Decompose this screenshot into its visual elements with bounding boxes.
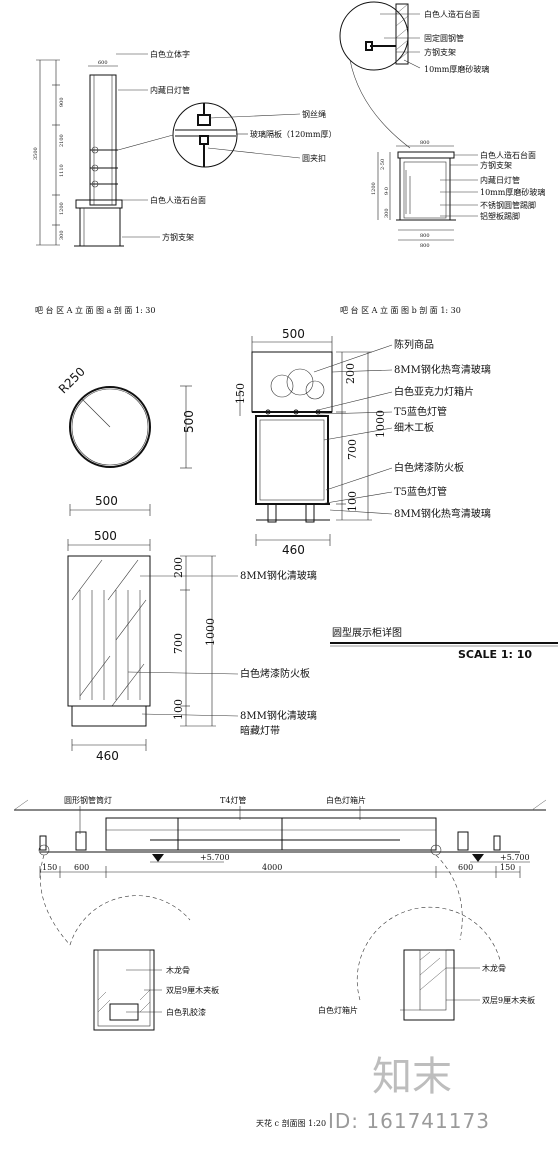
bar-section-a-labels: 白色立体字 内藏日灯管 钢丝绳 玻璃隔板（120mm厚） 圆夹扣 白色人造石台面… [33, 49, 336, 315]
watermark-id: ID: 161741173 [328, 1109, 490, 1133]
ceiling-dim-600-left: 600 [74, 863, 89, 872]
watermark: 知末 ID: 161741173 [328, 1054, 490, 1133]
label-white-letters: 白色立体字 [150, 49, 190, 59]
bar-section-b-drawing [339, 1, 478, 241]
elevation-bottom-width: 460 [96, 749, 119, 763]
dim-b-800-mid: 800 [420, 233, 430, 239]
sec-label-curved-glass-top: 8MM钢化热弯清玻璃 [394, 363, 491, 376]
label-b-fixed-pipe: 固定圆钢管 [424, 33, 464, 43]
cabinet-title-block: 圆型展示柜详图 SCALE 1: 10 [330, 626, 558, 661]
ceiling-label-downlight: 圆形钢管筒灯 [64, 795, 112, 805]
label-steel-bracket: 方钢支架 [162, 232, 194, 242]
cabinet-section-drawing: 500 460 150 200 700 1000 100 [234, 327, 393, 557]
label-b2-steel-kick: 不锈钢圆管踢脚 [480, 200, 536, 210]
elev-dim-1000: 1000 [204, 618, 217, 646]
cabinet-scale: SCALE 1: 10 [458, 648, 532, 661]
cabinet-plan-drawing: R250 500 500 [56, 364, 196, 516]
ceiling-dim-600-right: 600 [458, 863, 473, 872]
ceiling-label-lightbox: 白色灯箱片 [326, 795, 366, 805]
cabinet-elevation-labels: 8MM钢化清玻璃 白色烤漆防火板 8MM钢化清玻璃 暗藏灯带 [240, 569, 317, 737]
dim-1200: 1200 [59, 202, 65, 215]
plan-width-dim: 500 [95, 494, 118, 508]
label-b-steel-bracket: 方钢支架 [424, 47, 456, 57]
label-b2-stone-top: 白色人造石台面 [480, 150, 536, 160]
label-b2-hidden-light: 内藏日灯管 [480, 175, 520, 185]
dim-900: 900 [59, 97, 65, 107]
ceiling-dim-150-left: 150 [42, 863, 57, 872]
cabinet-title: 圆型展示柜详图 [332, 626, 402, 639]
dim-600: 600 [98, 60, 108, 66]
sec-label-blockboard: 细木工板 [394, 421, 434, 434]
elev-label-hidden-strip: 暗藏灯带 [240, 724, 280, 737]
detail-right-plywood: 双层9厘木夹板 [482, 995, 535, 1005]
plan-height-dim: 500 [182, 410, 196, 433]
sec-label-fireproof: 白色烤漆防火板 [394, 461, 464, 474]
cabinet-section-labels: 陈列商品 8MM钢化热弯清玻璃 白色亚克力灯箱片 T5蓝色灯管 细木工板 白色烤… [394, 338, 491, 520]
label-glass-shelf: 玻璃隔板（120mm厚） [250, 129, 336, 139]
dim-2100: 2100 [59, 134, 65, 147]
title-section-a: 吧 台 区 A 立 面 图 a 剖 面 1: 30 [35, 305, 155, 315]
elev-dim-700: 700 [172, 633, 185, 654]
detail-left-latex: 白色乳胶漆 [166, 1007, 206, 1017]
ceiling-section-labels: 圆形钢管筒灯 T4灯管 白色灯箱片 +5.700 +5.700 150 600 … [42, 795, 535, 1128]
sec-label-t5-top: T5蓝色灯管 [394, 405, 447, 418]
section-dim-150: 150 [234, 383, 247, 404]
sec-label-acrylic: 白色亚克力灯箱片 [394, 385, 474, 398]
elev-dim-100: 100 [172, 699, 185, 720]
dim-3500: 3500 [33, 147, 39, 160]
dim-b-1200: 1200 [371, 182, 377, 195]
label-stone-top: 白色人造石台面 [150, 195, 206, 205]
ceiling-level-left: +5.700 [200, 853, 230, 862]
plan-radius-label: R250 [56, 364, 88, 396]
cabinet-elevation-drawing: 500 460 200 700 1000 100 [67, 529, 239, 763]
section-dim-700: 700 [346, 439, 359, 460]
elev-dim-200: 200 [172, 557, 185, 578]
detail-left-plywood: 双层9厘木夹板 [166, 985, 219, 995]
sec-label-goods: 陈列商品 [394, 338, 434, 351]
title-section-b: 吧 台 区 A 立 面 图 b 剖 面 1: 30 [340, 305, 461, 315]
elev-label-glass-top: 8MM钢化清玻璃 [240, 569, 317, 582]
label-steel-wire: 钢丝绳 [302, 109, 326, 119]
elev-label-fireproof: 白色烤漆防火板 [240, 667, 310, 680]
label-b2-frosted-glass: 10mm厚磨砂玻璃 [480, 187, 545, 197]
bar-section-a-drawing [36, 53, 301, 247]
bar-section-b-labels: 白色人造石台面 固定圆钢管 方钢支架 10mm厚磨砂玻璃 白色人造石台面 方钢支… [340, 9, 545, 315]
ceiling-level-right: +5.700 [500, 853, 530, 862]
dim-300: 300 [59, 230, 65, 240]
section-dim-100: 100 [346, 491, 359, 512]
ceiling-section-drawing [13, 799, 547, 1031]
label-round-clip: 圆夹扣 [302, 153, 326, 163]
label-b2-steel-bracket: 方钢支架 [480, 160, 512, 170]
label-b-frosted-glass: 10mm厚磨砂玻璃 [424, 64, 489, 74]
ceiling-title: 天花 c 剖面图 1:20 [256, 1118, 326, 1128]
detail-left-joist: 木龙骨 [166, 965, 190, 975]
ceiling-dim-4000: 4000 [262, 863, 282, 872]
dim-b-300: 300 [384, 208, 390, 218]
section-top-width: 500 [282, 327, 305, 341]
label-hidden-light: 内藏日灯管 [150, 85, 190, 95]
ceiling-label-t4: T4灯管 [220, 795, 246, 805]
detail-right-joist: 木龙骨 [482, 963, 506, 973]
section-dim-200: 200 [344, 363, 357, 384]
label-b2-alu-kick: 铝塑板踢脚 [480, 211, 520, 221]
ceiling-dim-150-right: 150 [500, 863, 515, 872]
dim-b-250: 2·50 [380, 159, 386, 170]
elevation-top-width: 500 [94, 529, 117, 543]
section-bottom-width: 460 [282, 543, 305, 557]
watermark-logo: 知末 [372, 1054, 452, 1100]
detail-right-lightbox: 白色灯箱片 [318, 1005, 358, 1015]
sec-label-t5-bottom: T5蓝色灯管 [394, 485, 447, 498]
sec-label-curved-glass-bottom: 8MM钢化热弯清玻璃 [394, 507, 491, 520]
dim-1110: 1110 [59, 164, 65, 177]
label-b-stone-top: 白色人造石台面 [424, 9, 480, 19]
dim-b-800-bottom: 800 [420, 243, 430, 249]
elev-label-glass-bottom: 8MM钢化清玻璃 [240, 709, 317, 722]
dim-b-800-top: 800 [420, 140, 430, 146]
section-dim-1000: 1000 [374, 410, 387, 438]
dim-b-900: 9·0 [384, 187, 390, 195]
